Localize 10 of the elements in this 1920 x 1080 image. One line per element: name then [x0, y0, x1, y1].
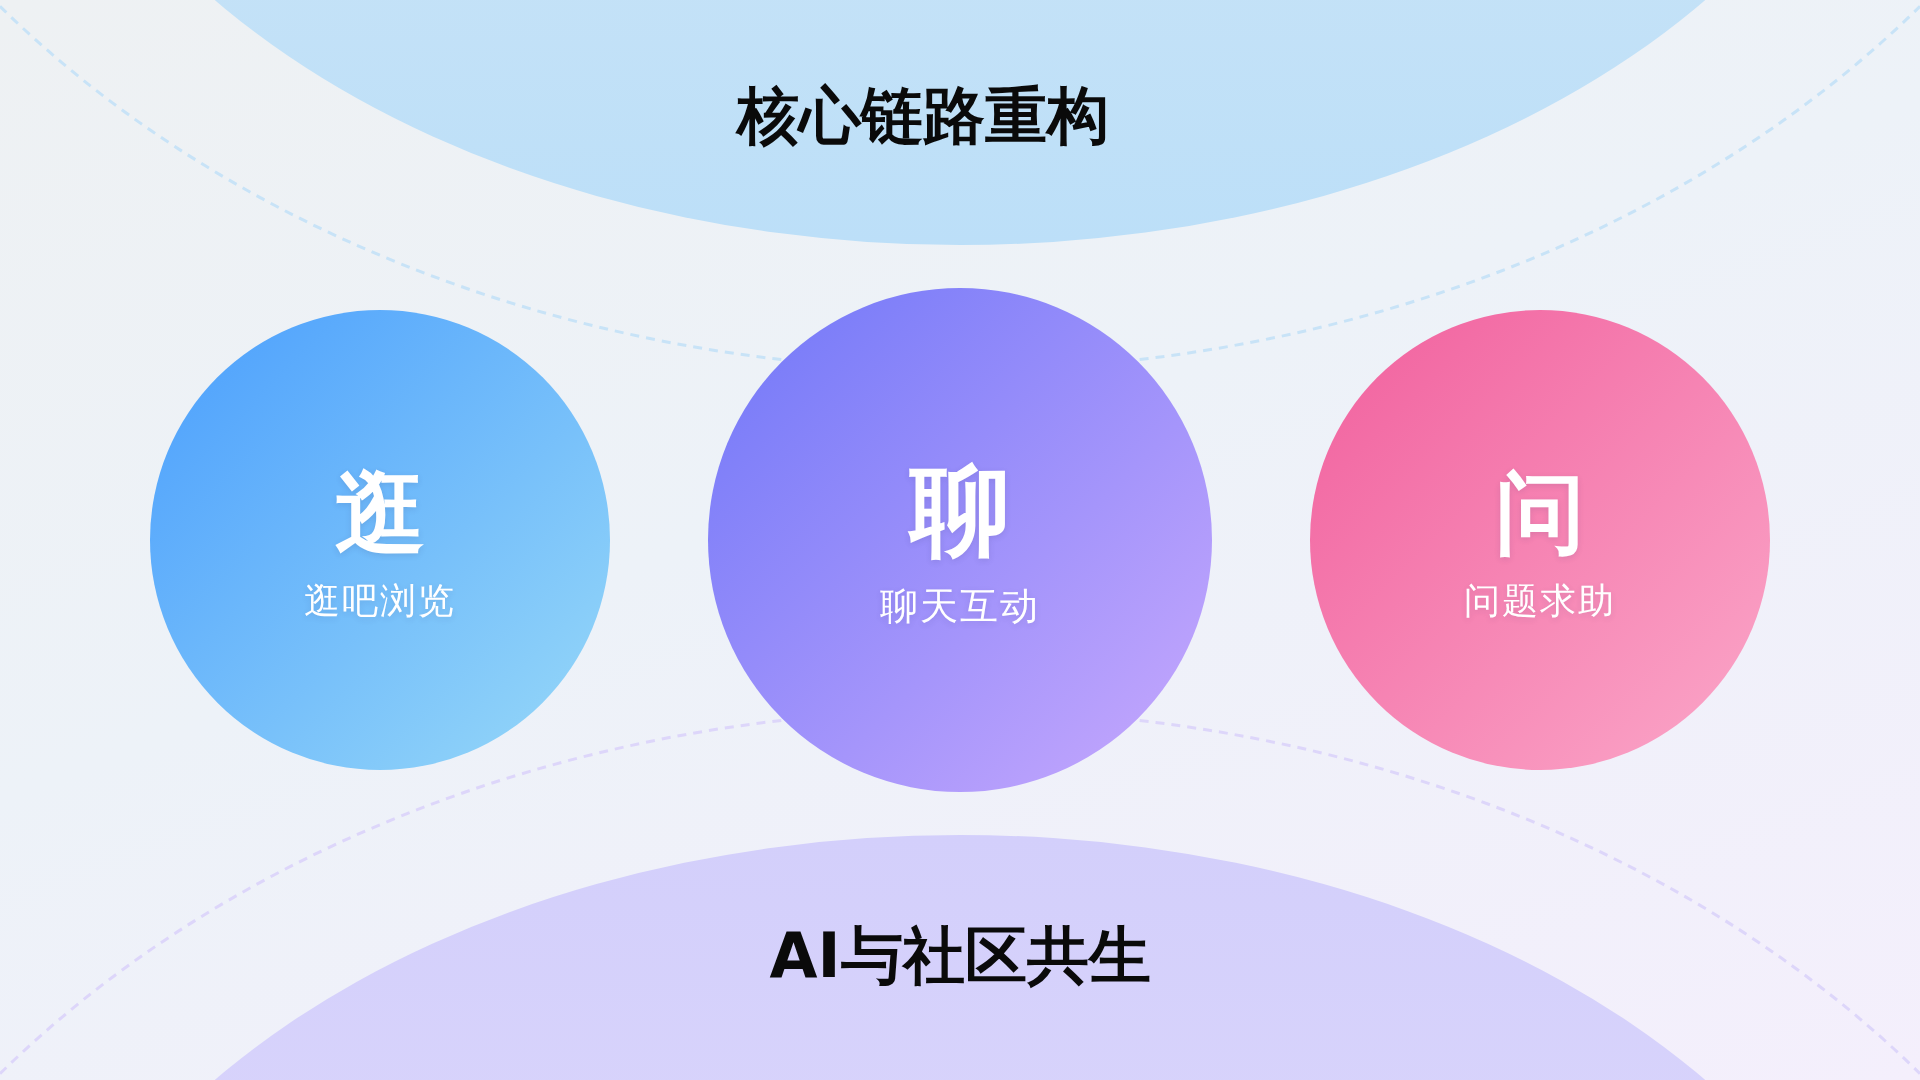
node-label: 逛吧浏览 [304, 583, 456, 619]
node-heading: 逛 [335, 468, 425, 558]
node-heading: 问 [1495, 468, 1585, 558]
arc-band [215, 835, 1705, 1080]
node-label: 聊天互动 [880, 587, 1040, 625]
band-title: 核心链路重构 [737, 85, 1109, 147]
node-heading: 聊 [910, 461, 1010, 561]
band-title: AI与社区共生 [769, 925, 1151, 987]
arc-band [215, 0, 1705, 245]
node-label: 问题求助 [1464, 583, 1616, 619]
